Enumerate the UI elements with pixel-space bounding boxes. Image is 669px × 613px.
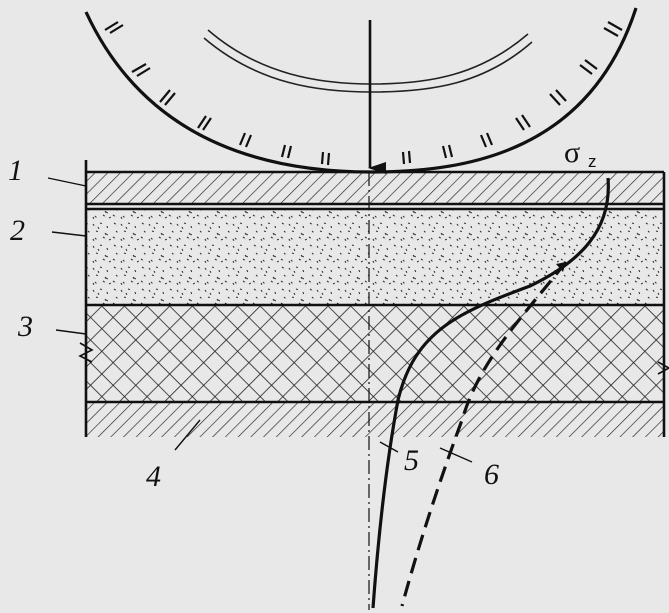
label-layer-2: 2 (10, 214, 25, 247)
left-break-mark (78, 342, 94, 363)
curve-6-arrowhead (556, 262, 566, 272)
layer-1-surface (86, 172, 664, 204)
layer-3-subbase (86, 306, 664, 402)
wheel-tread-marks (104, 21, 623, 166)
wheel-outer-arc (84, 7, 638, 174)
right-break-mark (657, 361, 669, 375)
wheel-inner-rim-2 (203, 37, 533, 93)
label-layer-4: 4 (146, 460, 161, 493)
label-layer-3: 3 (17, 310, 33, 343)
label-layer-1: 1 (8, 154, 23, 187)
layer-2-base (86, 210, 664, 305)
curve-6-stress (400, 261, 568, 607)
label-curve-6: 6 (484, 458, 499, 491)
curve-5-stress (371, 177, 610, 609)
stress-symbol: σ (564, 136, 580, 169)
wheel-inner-rim-1 (207, 29, 529, 85)
layer-4-subgrade (86, 403, 664, 437)
label-leaders (47, 177, 473, 463)
stress-subscript: z (588, 152, 597, 171)
label-curve-5: 5 (404, 444, 419, 477)
